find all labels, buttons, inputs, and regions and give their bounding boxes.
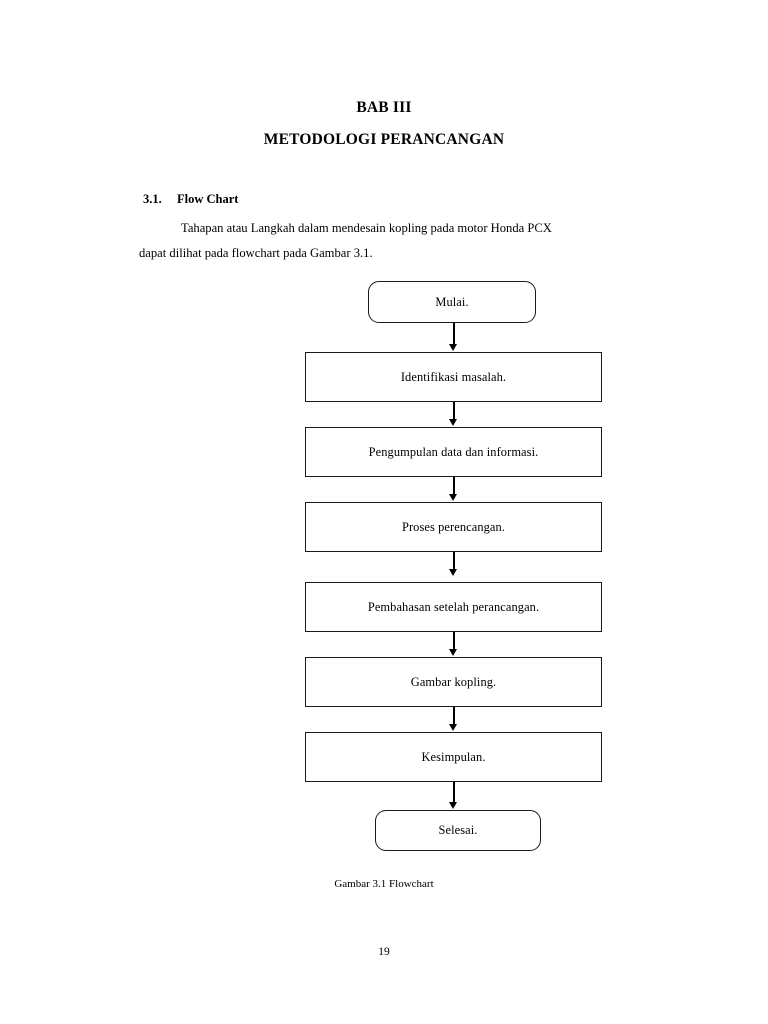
- flowchart-node-label: Mulai.: [435, 294, 469, 309]
- section-number: 3.1.: [143, 192, 162, 206]
- chapter-title: BAB III: [356, 99, 412, 116]
- body-paragraph: Tahapan atau Langkah dalam mendesain kop…: [139, 216, 660, 266]
- paragraph-line-2: dapat dilihat pada flowchart pada Gambar…: [139, 246, 373, 260]
- flowchart-node-selesai[interactable]: Selesai.: [375, 810, 541, 851]
- flowchart-node-proses-perencangan[interactable]: Proses perencangan.: [305, 502, 602, 552]
- flowchart-node-label: Proses perencangan.: [401, 519, 506, 534]
- chapter-subtitle: METODOLOGI PERANCANGAN: [263, 131, 505, 148]
- flowchart-node-mulai[interactable]: Mulai.: [368, 281, 536, 323]
- flowchart-node-identifikasi-masalah[interactable]: Identifikasi masalah.: [305, 352, 602, 402]
- flowchart-node-label: Kesimpulan.: [421, 749, 486, 764]
- flowchart-node-label: Pengumpulan data dan informasi.: [368, 444, 539, 459]
- section-heading: 3.1. Flow Chart: [143, 192, 238, 207]
- flowchart-node-kesimpulan[interactable]: Kesimpulan.: [305, 732, 602, 782]
- flowchart-node-label: Identifikasi masalah.: [400, 369, 507, 384]
- flowchart-node-pengumpulan-data[interactable]: Pengumpulan data dan informasi.: [305, 427, 602, 477]
- flowchart-node-gambar-kopling[interactable]: Gambar kopling.: [305, 657, 602, 707]
- page-number: 19: [378, 946, 390, 958]
- flowchart-node-pembahasan-setelah-perancangan[interactable]: Pembahasan setelah perancangan.: [305, 582, 602, 632]
- flowchart-node-label: Gambar kopling.: [410, 674, 497, 689]
- flowchart-node-label: Pembahasan setelah perancangan.: [367, 599, 540, 614]
- section-title: Flow Chart: [177, 192, 239, 206]
- flowchart-node-label: Selesai.: [438, 823, 478, 837]
- figure-caption: Gambar 3.1 Flowchart: [334, 878, 434, 890]
- paragraph-line-1: Tahapan atau Langkah dalam mendesain kop…: [181, 221, 552, 235]
